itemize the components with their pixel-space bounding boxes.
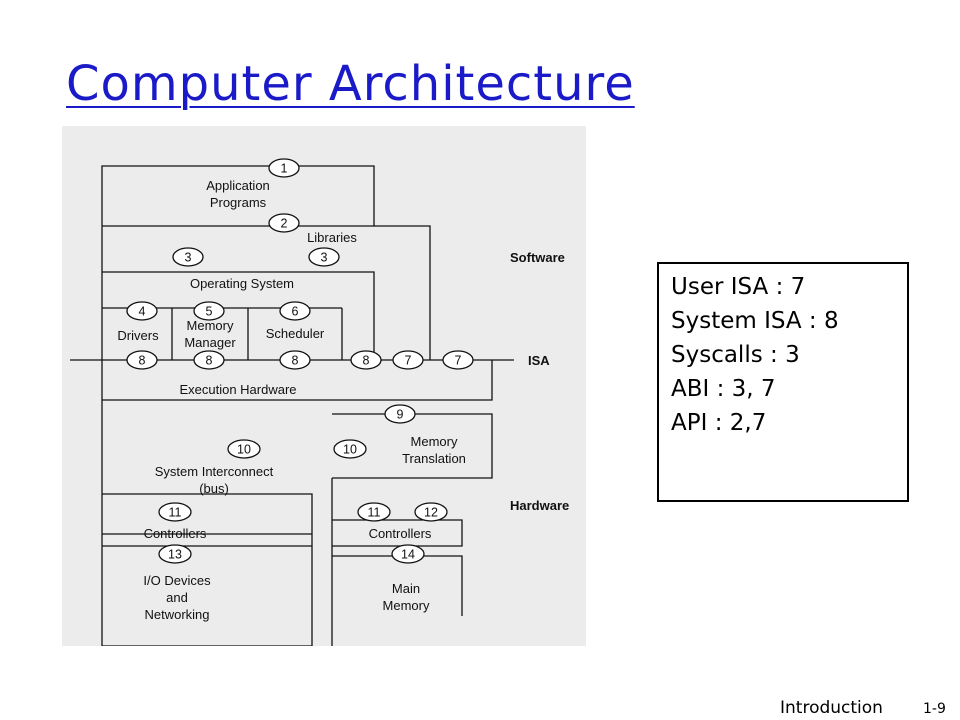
interface-summary-box: User ISA : 7 System ISA : 8 Syscalls : 3… — [657, 262, 909, 502]
label-main-memory-1: Main — [392, 581, 420, 596]
interface-number-7b: 7 — [455, 354, 462, 368]
label-memory-manager-2: Manager — [184, 335, 236, 350]
label-controllers-right: Controllers — [369, 526, 432, 541]
exec-hw-bottom — [102, 360, 493, 401]
label-programs: Programs — [210, 195, 267, 210]
label-libraries: Libraries — [307, 230, 357, 245]
interface-number-11a: 11 — [169, 506, 182, 520]
os-top-line — [102, 271, 375, 360]
interface-number-8d: 8 — [363, 354, 370, 368]
mainmem-top — [332, 555, 463, 616]
interface-oval-9 — [384, 404, 416, 424]
interface-number-3b: 3 — [321, 251, 328, 265]
interface-oval-3a — [172, 247, 204, 267]
side-label-hardware: Hardware — [510, 498, 569, 513]
interface-oval-8d — [350, 350, 382, 370]
slide-title: Computer Architecture — [66, 56, 635, 112]
interface-oval-11b — [357, 502, 391, 522]
interface-number-10a: 10 — [237, 443, 251, 457]
label-main-memory-2: Memory — [383, 598, 430, 613]
interface-oval-4 — [126, 301, 158, 321]
interface-number-11b: 11 — [368, 506, 381, 520]
interface-number-8c: 8 — [292, 354, 299, 368]
libraries-boundary — [102, 225, 431, 360]
interface-number-3a: 3 — [185, 251, 192, 265]
label-drivers: Drivers — [117, 328, 159, 343]
label-operating-system: Operating System — [190, 276, 294, 291]
interface-oval-14 — [391, 544, 425, 564]
interface-oval-11a — [158, 502, 192, 522]
label-system-interconnect-1: System Interconnect — [155, 464, 274, 479]
footer-label: Introduction — [780, 698, 883, 718]
label-application: Application — [206, 178, 270, 193]
interface-oval-8b — [193, 350, 225, 370]
interface-number-8b: 8 — [206, 354, 213, 368]
label-memory-translation-1: Memory — [411, 434, 458, 449]
label-controllers-left: Controllers — [144, 526, 207, 541]
interface-number-7a: 7 — [405, 354, 412, 368]
interface-number-14: 14 — [401, 548, 415, 562]
interface-oval-3b — [308, 247, 340, 267]
interface-number-2: 2 — [281, 217, 288, 231]
architecture-diagram: Application Programs Libraries Operating… — [70, 158, 569, 646]
interface-oval-13 — [158, 544, 192, 564]
label-io-devices-2: and — [166, 590, 188, 605]
side-label-isa: ISA — [528, 353, 550, 368]
interconnect-bottom — [102, 493, 313, 646]
diagram-background — [62, 126, 586, 646]
interface-oval-7b — [442, 350, 474, 370]
interface-number-6: 6 — [292, 305, 299, 319]
label-memory-translation-2: Translation — [402, 451, 466, 466]
interface-number-4: 4 — [139, 305, 146, 319]
label-scheduler: Scheduler — [266, 326, 325, 341]
interface-oval-10b — [333, 439, 367, 459]
summary-line-user-isa: User ISA : 7 — [671, 274, 806, 300]
application-boundary — [101, 165, 375, 646]
interface-oval-8c — [279, 350, 311, 370]
interface-number-12: 12 — [424, 506, 438, 520]
interface-number-8a: 8 — [139, 354, 146, 368]
interface-oval-12 — [414, 502, 448, 522]
interface-number-9: 9 — [397, 408, 404, 422]
interface-oval-8a — [126, 350, 158, 370]
interface-oval-2 — [268, 213, 300, 233]
interface-oval-10a — [227, 439, 261, 459]
controllers-right-box — [332, 519, 463, 547]
summary-line-system-isa: System ISA : 8 — [671, 308, 839, 334]
label-execution-hardware: Execution Hardware — [179, 382, 296, 397]
interface-number-5: 5 — [206, 305, 213, 319]
interface-number-10b: 10 — [343, 443, 357, 457]
interface-number-13: 13 — [168, 548, 182, 562]
interface-oval-7a — [392, 350, 424, 370]
label-io-devices-1: I/O Devices — [143, 573, 211, 588]
label-io-devices-3: Networking — [144, 607, 209, 622]
interface-number-1: 1 — [281, 162, 288, 176]
label-system-interconnect-2: (bus) — [199, 481, 229, 496]
side-label-software: Software — [510, 250, 565, 265]
page-number: 1-9 — [923, 701, 946, 717]
summary-line-syscalls: Syscalls : 3 — [671, 342, 800, 368]
interface-oval-6 — [279, 301, 311, 321]
summary-line-abi: ABI : 3, 7 — [671, 376, 776, 402]
interface-oval-1 — [268, 158, 300, 178]
label-memory-manager-1: Memory — [187, 318, 234, 333]
summary-line-api: API : 2,7 — [671, 410, 767, 436]
interface-oval-5 — [193, 301, 225, 321]
